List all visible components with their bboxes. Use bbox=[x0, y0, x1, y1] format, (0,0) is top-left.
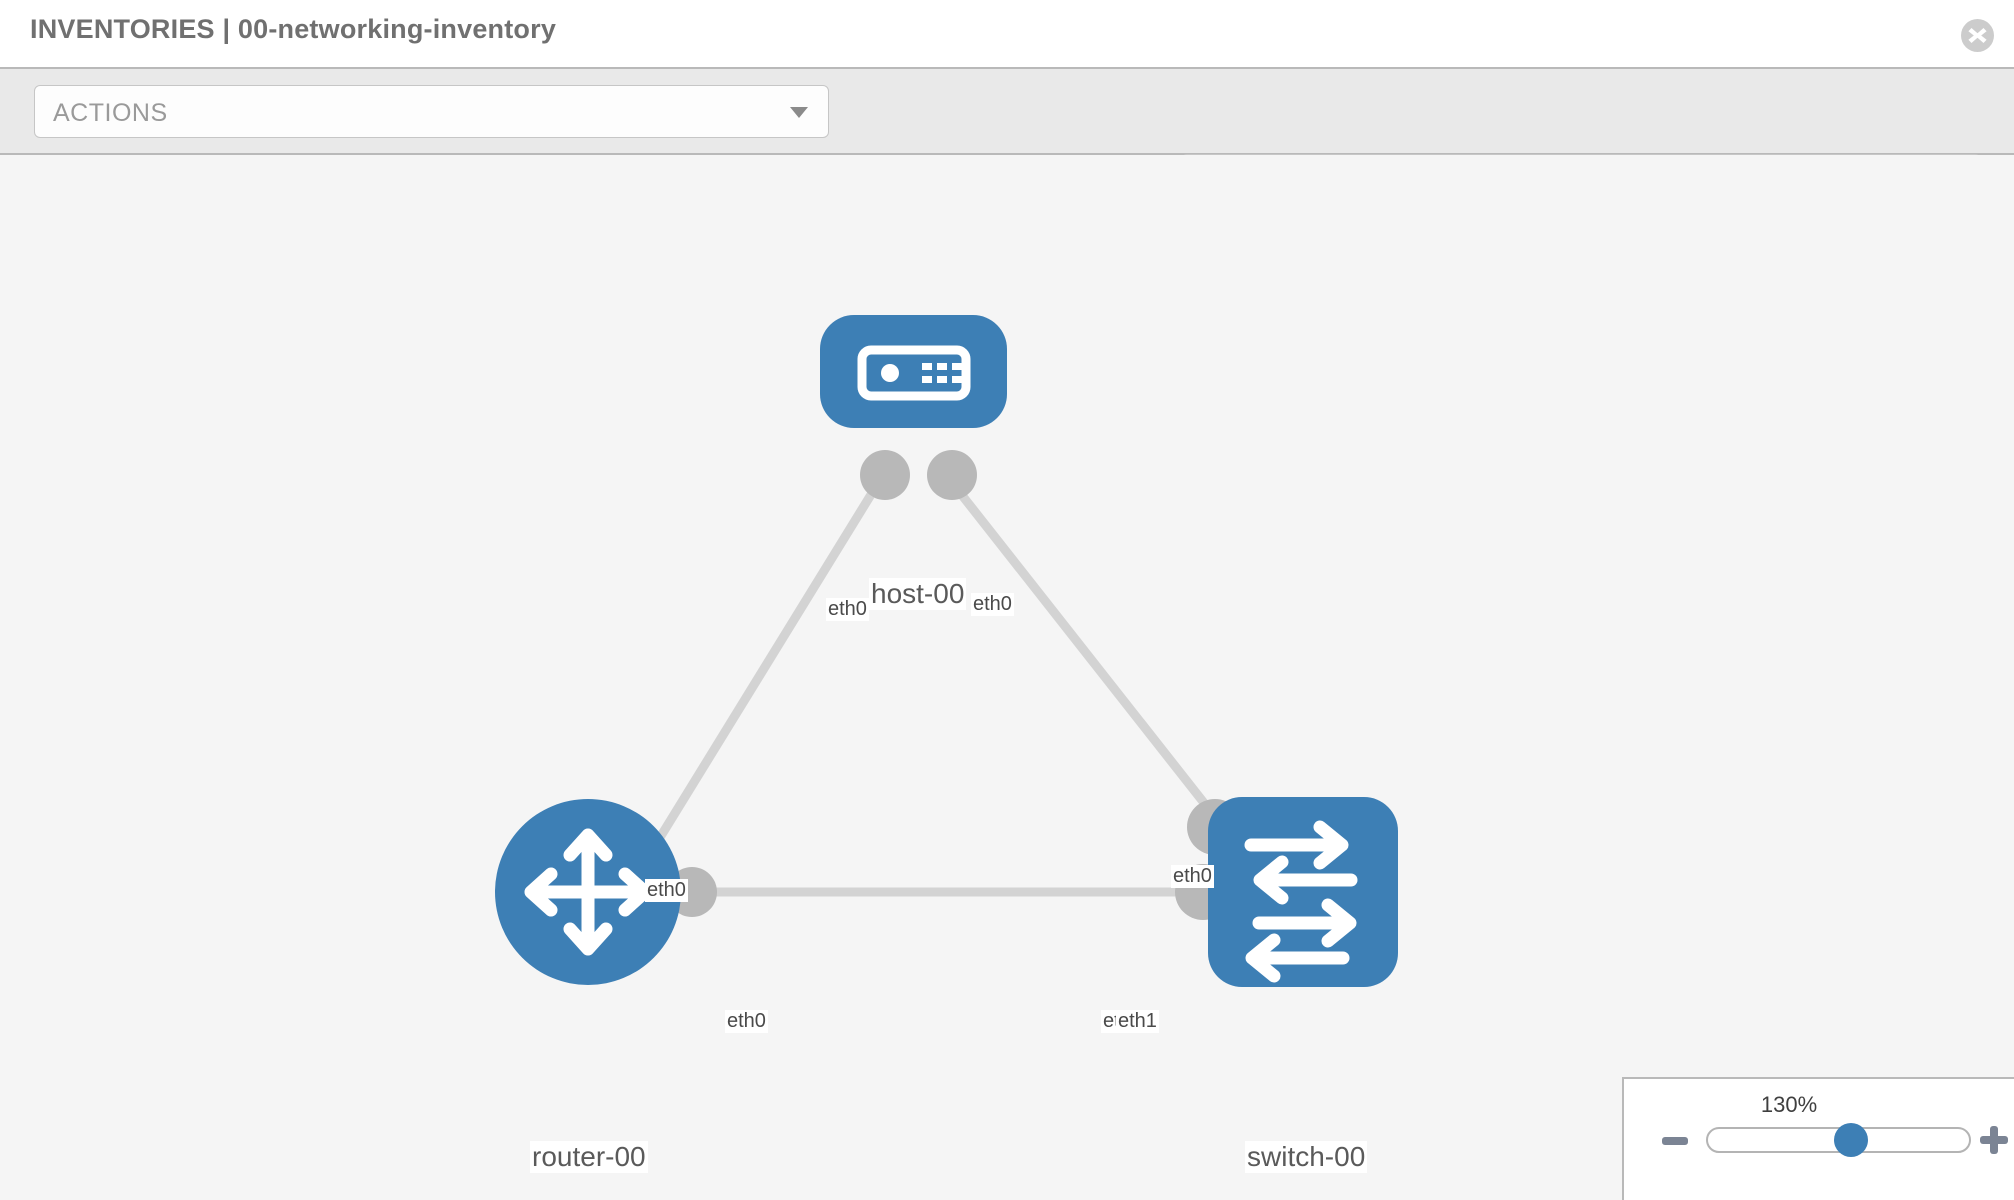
zoom-in-button[interactable] bbox=[1980, 1126, 2008, 1154]
node-host-00-shape bbox=[820, 315, 1007, 428]
iface-label: eth0 bbox=[1171, 865, 1214, 888]
actions-dropdown-label: ACTIONS bbox=[53, 99, 168, 127]
link-host00-switch00 bbox=[946, 477, 1249, 858]
switch-arrows-icon bbox=[1244, 820, 1358, 983]
toolbar: ACTIONS SEARCH bbox=[0, 69, 2014, 208]
page-header: INVENTORIES | 00-networking-inventory bbox=[0, 0, 2014, 69]
chevron-down-icon bbox=[790, 107, 808, 118]
node-label-host-00: host-00 bbox=[869, 578, 967, 610]
iface-label: eth0 bbox=[826, 598, 869, 621]
link-host00-router00 bbox=[636, 477, 884, 873]
topology-canvas[interactable]: eth0 eth0 eth0 eth0 eth0 eth1 eth0 host-… bbox=[0, 155, 2014, 1200]
iface-label: eth0 bbox=[971, 593, 1014, 616]
iface-label: eth1 bbox=[1116, 1010, 1159, 1033]
zoom-control-panel: 130% bbox=[1622, 1077, 2014, 1200]
topology-graph bbox=[495, 315, 1398, 987]
zoom-slider-thumb[interactable] bbox=[1834, 1123, 1868, 1157]
zoom-out-button[interactable] bbox=[1662, 1137, 1688, 1145]
connector-host00-eth0-left bbox=[860, 450, 910, 500]
node-label-switch-00: switch-00 bbox=[1245, 1141, 1368, 1173]
actions-dropdown[interactable]: ACTIONS bbox=[34, 85, 829, 138]
topology-links bbox=[636, 477, 1249, 897]
close-icon[interactable] bbox=[1961, 19, 1994, 52]
iface-label: eth0 bbox=[725, 1010, 768, 1033]
node-router-00 bbox=[495, 799, 681, 985]
node-host-00 bbox=[820, 315, 1007, 428]
node-switch-00 bbox=[1208, 797, 1398, 987]
router-arrows-icon bbox=[524, 828, 652, 956]
page-title: INVENTORIES | 00-networking-inventory bbox=[30, 14, 557, 44]
zoom-percent-label: 130% bbox=[1760, 1092, 1818, 1117]
iface-label: eth0 bbox=[645, 879, 688, 902]
server-icon bbox=[857, 345, 971, 401]
node-label-router-00: router-00 bbox=[530, 1141, 648, 1173]
connector-host00-eth0-right bbox=[927, 450, 977, 500]
